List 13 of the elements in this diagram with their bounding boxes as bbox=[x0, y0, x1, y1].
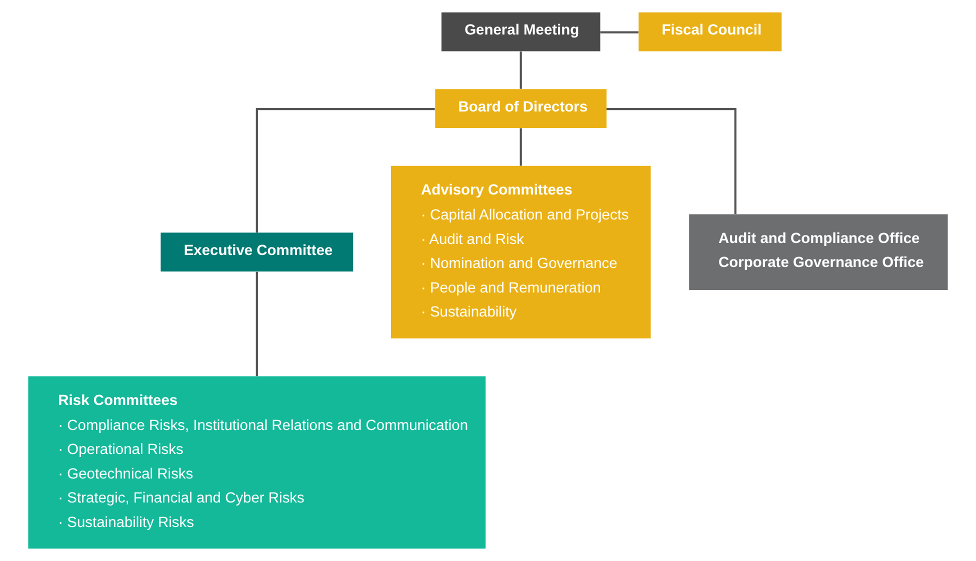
connector bbox=[600, 31, 638, 34]
connector bbox=[606, 108, 736, 214]
node-box: General Meeting bbox=[441, 12, 600, 52]
node-box: Audit and Compliance Office Corporate Governance Office bbox=[689, 214, 948, 290]
connector bbox=[256, 108, 435, 233]
node-box: Fiscal Council bbox=[638, 12, 782, 52]
node-box: Board of Directors bbox=[435, 89, 607, 128]
connector bbox=[520, 128, 522, 166]
node-box: Executive Committee bbox=[160, 232, 354, 272]
connector bbox=[256, 272, 258, 376]
connector bbox=[520, 52, 522, 89]
node-box: Risk Committees · Compliance Risks, Institutional Relations and Communication · Operational Risks · Geotechnical Risks · Strategic, Financial and Cyber Risks · Sustainability Risks bbox=[28, 376, 486, 549]
node-box: Advisory Committees · Capital Allocation and Projects · Audit and Risk · Nomination and Governance · People and Remuneration · Sustainability bbox=[391, 166, 651, 338]
